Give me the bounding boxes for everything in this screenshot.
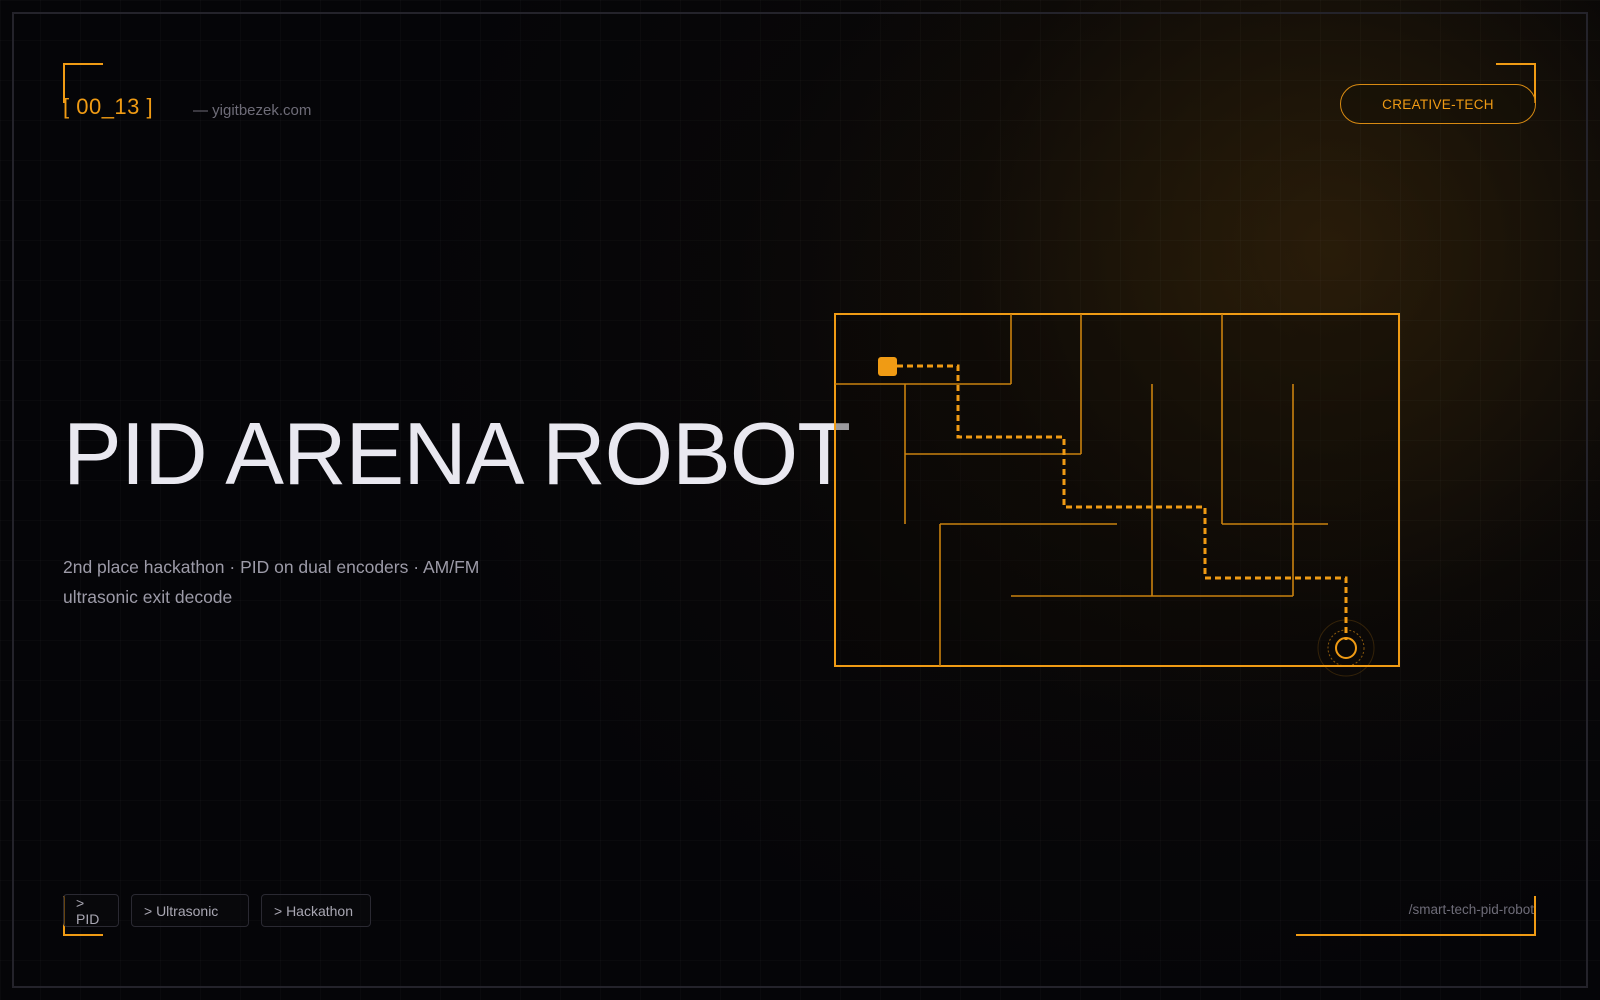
corner-bracket-top-right: [1496, 63, 1536, 103]
project-subtitle: 2nd place hackathon · PID on dual encode…: [63, 557, 480, 607]
project-index: [ 00_13 ]: [63, 94, 154, 119]
page-title: PID ARENA ROBOT: [63, 404, 851, 503]
tag-pid[interactable]: > PID: [63, 894, 119, 927]
outer-frame: [12, 12, 1588, 988]
tag-hackathon[interactable]: > Hackathon: [261, 894, 371, 927]
site-link[interactable]: — yigitbezek.com: [193, 102, 312, 119]
corner-bracket-top-left: [63, 63, 103, 103]
tag-ultrasonic[interactable]: > Ultrasonic: [131, 894, 249, 927]
corner-bracket-bottom-right: [1296, 896, 1536, 936]
category-pill[interactable]: CREATIVE-TECH: [1340, 84, 1536, 124]
tag-list: > PID > Ultrasonic > Hackathon: [63, 894, 371, 927]
route-path: /smart-tech-pid-robot: [1408, 902, 1534, 917]
